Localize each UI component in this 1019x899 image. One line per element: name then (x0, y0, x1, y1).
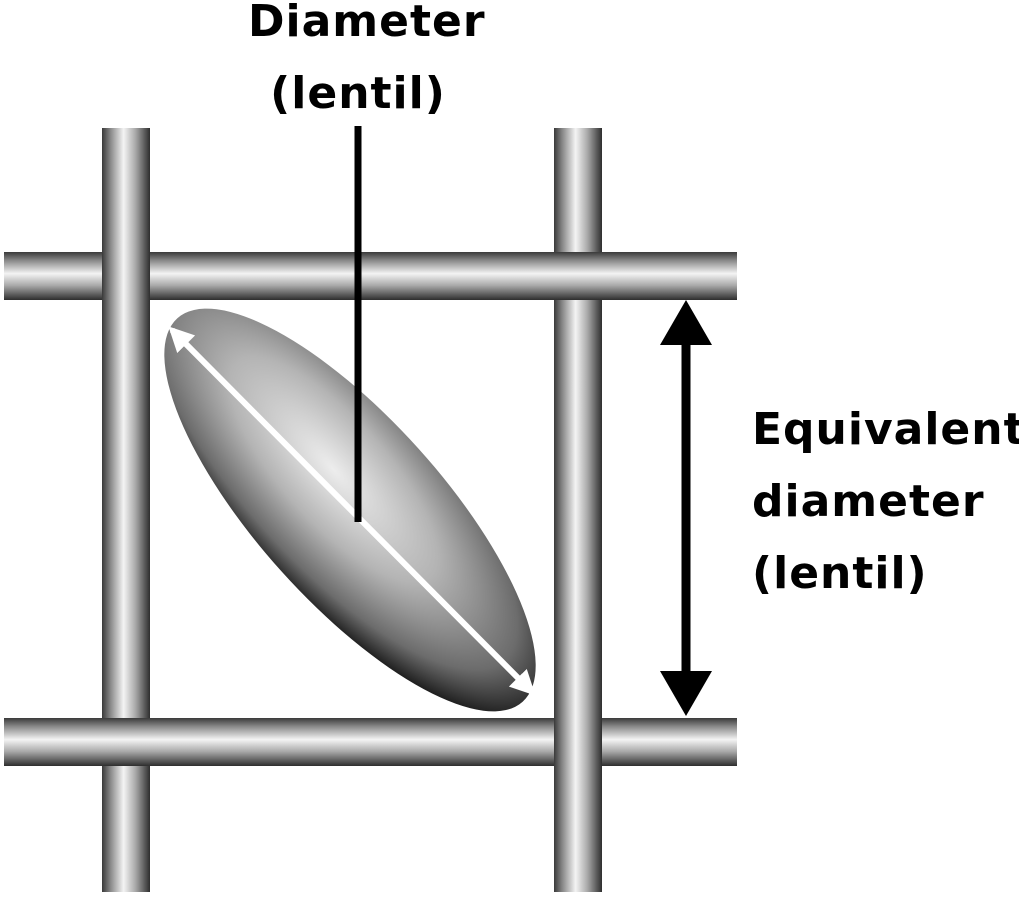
sieve-wire-vertical-right (554, 128, 602, 892)
equivalent-diameter-label-line3: (lentil) (752, 548, 928, 599)
equivalent-diameter-arrow (660, 300, 712, 716)
sieve-wire-vertical-left-over-top (102, 252, 150, 300)
equivalent-diameter-label-line1: Equivalent (752, 404, 1019, 455)
diameter-label-line2: (lentil) (270, 68, 446, 119)
lentil-diameter-arrow (168, 326, 536, 696)
equivalent-diameter-label: Equivalent diameter (lentil) (752, 394, 1019, 610)
sieve-wire-vertical-right-over-bottom (554, 718, 602, 766)
diameter-lentil-label: Diameter (lentil) (248, 0, 486, 130)
equivalent-diameter-label-line2: diameter (752, 476, 985, 527)
sieve-wire-vertical-left (102, 128, 150, 892)
diameter-label-line1: Diameter (248, 0, 486, 47)
sieve-wire-horizontal-bottom (4, 718, 737, 766)
